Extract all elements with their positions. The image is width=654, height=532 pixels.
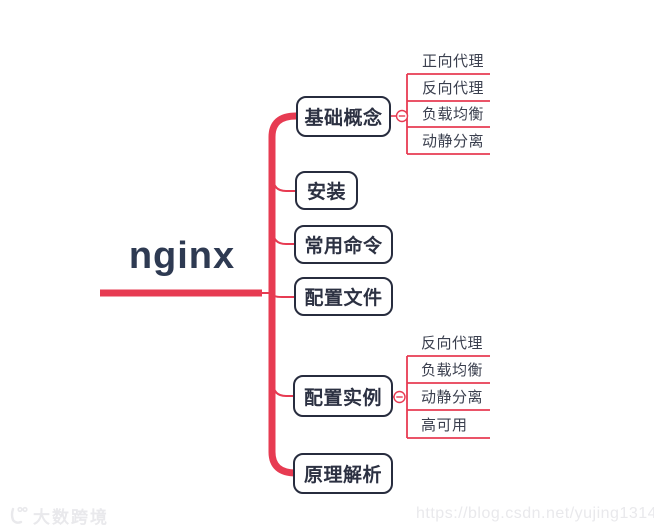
node-config-examples[interactable]: 配置实例 (293, 375, 393, 417)
child-load-balancing[interactable]: 负载均衡 (422, 106, 485, 123)
child-reverse-proxy[interactable]: 反向代理 (422, 80, 485, 97)
collapse-toggle-icon[interactable] (395, 109, 409, 123)
child-load-balancing[interactable]: 负载均衡 (421, 362, 484, 379)
node-principle-analysis[interactable]: 原理解析 (293, 453, 393, 494)
branch-install (272, 176, 295, 192)
child-high-availability[interactable]: 高可用 (421, 417, 468, 434)
child-forward-proxy[interactable]: 正向代理 (422, 53, 485, 70)
child-static-dynamic[interactable]: 动静分离 (422, 133, 485, 150)
child-reverse-proxy[interactable]: 反向代理 (421, 335, 484, 352)
branch-common-commands (272, 230, 294, 245)
watermark-logo-text: 大数跨境 (33, 508, 109, 527)
watermark-logo: 大数跨境 (7, 503, 109, 528)
watermark-url: https://blog.csdn.net/yujing1314 (416, 505, 654, 522)
smiley-logo-icon (10, 506, 28, 524)
branch-config-file (271, 292, 294, 298)
node-basic-concepts[interactable]: 基础概念 (296, 96, 391, 137)
node-common-commands[interactable]: 常用命令 (294, 225, 393, 264)
node-install[interactable]: 安装 (295, 171, 358, 210)
collapse-toggle-icon[interactable] (393, 390, 406, 404)
branch-config-examples (272, 381, 293, 397)
root-node-nginx[interactable]: nginx (128, 234, 236, 277)
child-static-dynamic[interactable]: 动静分离 (421, 389, 484, 406)
trunk-line (268, 112, 297, 477)
node-config-file[interactable]: 配置文件 (294, 277, 393, 316)
